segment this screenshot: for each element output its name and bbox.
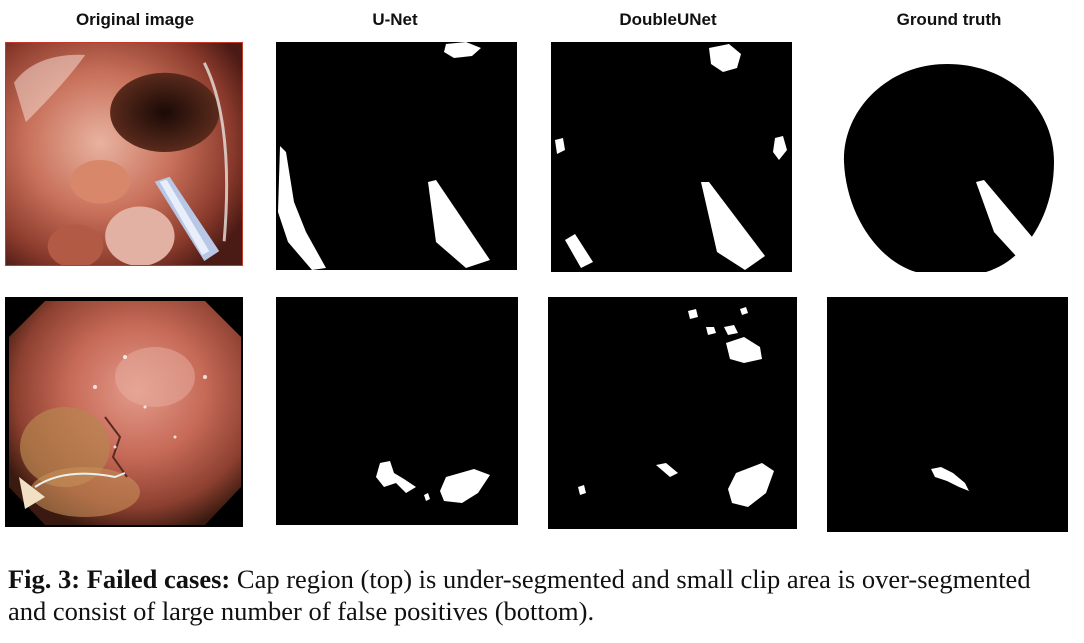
caption-text: Cap region (top) is under-segmented and … (8, 564, 1031, 626)
doubleunet-mask-top (551, 42, 792, 272)
doubleunet-mask-bottom (548, 297, 797, 529)
unet-mask-top (276, 42, 517, 270)
figure-caption: Fig. 3: Failed cases: Cap region (top) i… (8, 563, 1074, 627)
unet-mask-bottom (276, 297, 518, 525)
original-image-bottom (5, 297, 243, 527)
column-header-ground-truth: Ground truth (896, 10, 1002, 29)
ground-truth-mask-top (826, 42, 1068, 274)
original-image-top (5, 42, 243, 266)
column-header-doubleunet: DoubleUNet (619, 10, 717, 29)
caption-label: Fig. 3: (8, 564, 81, 594)
ground-truth-mask-bottom (827, 297, 1068, 532)
column-header-unet: U-Net (372, 10, 418, 29)
caption-title: Failed cases: (86, 564, 231, 594)
column-header-original: Original image (75, 10, 195, 29)
